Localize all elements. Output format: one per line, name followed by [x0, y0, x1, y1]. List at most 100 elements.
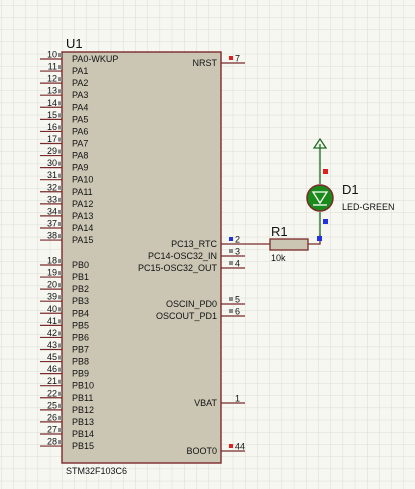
pin-name: PB14 [72, 429, 94, 439]
pin-name: PA8 [72, 151, 88, 161]
pin-marker-icon [229, 261, 233, 265]
pin-marker-icon [58, 379, 62, 384]
pin-number: 34 [47, 206, 57, 216]
pin-name: PB15 [72, 441, 94, 451]
pin-marker-icon [229, 297, 233, 301]
pin-number: 19 [47, 268, 57, 278]
pin-name: BOOT0 [186, 446, 217, 456]
chip-ref-label: U1 [66, 36, 83, 51]
led-body[interactable] [306, 184, 334, 212]
pin-number: 4 [235, 259, 240, 269]
pin-name: PA15 [72, 235, 93, 245]
pin-name: PB8 [72, 357, 89, 367]
pin-number: 17 [47, 134, 57, 144]
resistor-body[interactable] [269, 238, 309, 251]
pin-number: 32 [47, 182, 57, 192]
pin-name: PB0 [72, 260, 89, 270]
pin-number: 5 [235, 295, 240, 305]
pin-marker-icon [58, 415, 62, 420]
pin-marker-icon [58, 234, 62, 239]
pin-number: 45 [47, 352, 57, 362]
diode-triangle-icon [311, 191, 329, 205]
pin-name: PB3 [72, 296, 89, 306]
pin-marker-icon [58, 259, 62, 263]
pin-name: PB10 [72, 381, 94, 391]
pin-name: PA11 [72, 187, 93, 197]
power-marker-icon [229, 56, 233, 60]
pin-marker-icon [58, 367, 62, 372]
pin-marker-icon [58, 65, 62, 70]
pin-number: 44 [235, 442, 245, 452]
pin-marker-icon [58, 440, 62, 445]
pin-number: 16 [47, 122, 57, 132]
pin-name: PA10 [72, 175, 93, 185]
pin-boot0[interactable]: 44 BOOT0 [186, 442, 245, 457]
power-marker-icon [323, 169, 328, 174]
pin-number: 43 [47, 340, 57, 350]
pin-marker-icon [58, 271, 62, 276]
pin-number: 28 [47, 437, 57, 447]
pin-marker-icon [58, 125, 62, 130]
pin-name: PB11 [72, 393, 93, 403]
pin-number: 25 [47, 400, 57, 410]
pin-name: PC14-OSC32_IN [148, 251, 217, 261]
pin-name: VBAT [194, 398, 217, 408]
pin-marker-icon [58, 343, 62, 348]
pin-name: PB12 [72, 405, 94, 415]
pin-name: PA1 [72, 66, 88, 76]
pin-number: 22 [47, 388, 57, 398]
power-arrow-icon [312, 137, 328, 149]
pin-marker-icon [58, 113, 62, 118]
resistor-ref-label: R1 [271, 224, 288, 239]
pin-number: 13 [47, 86, 57, 96]
pin-pb15[interactable]: 28 PB15 [40, 437, 94, 452]
pin-number: 14 [47, 98, 57, 108]
chip-body[interactable] [61, 51, 222, 464]
node-marker-icon [229, 237, 233, 241]
pin-number: 15 [47, 110, 57, 120]
led-d1[interactable]: D1 LED-GREEN [306, 137, 395, 241]
pin-name: PB13 [72, 417, 94, 427]
pin-marker-icon [58, 185, 62, 190]
